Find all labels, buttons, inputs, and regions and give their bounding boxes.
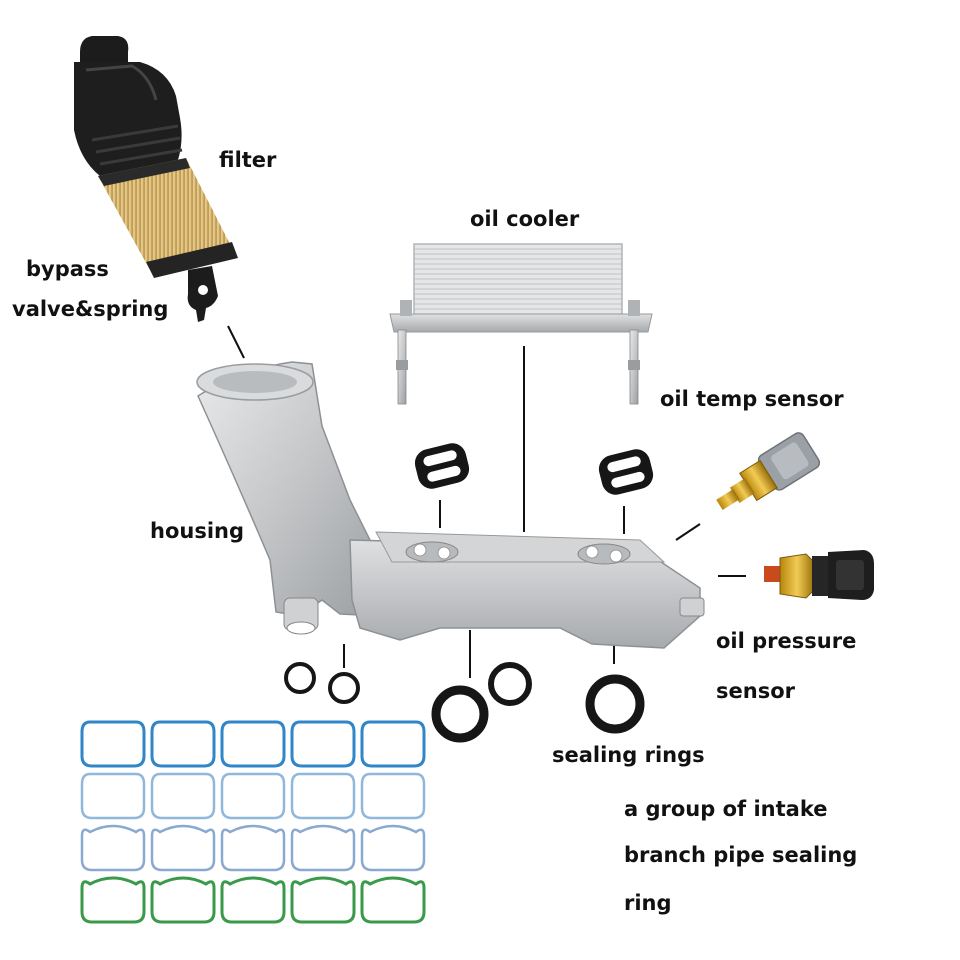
oil-cooler xyxy=(389,243,653,405)
intake-gasket xyxy=(360,772,426,820)
cooler-gaskets xyxy=(414,443,654,495)
label-oil-pressure-line2: sensor xyxy=(716,679,795,703)
oil-filter xyxy=(74,36,238,322)
intake-gasket xyxy=(150,824,216,872)
intake-gasket xyxy=(290,772,356,820)
intake-gasket xyxy=(220,876,286,924)
label-gasket-line2: branch pipe sealing xyxy=(624,843,858,867)
intake-gasket xyxy=(220,772,286,820)
intake-gasket xyxy=(80,720,146,768)
intake-gasket xyxy=(360,720,426,768)
intake-gasket-grid xyxy=(80,720,426,924)
filter-leader-line xyxy=(227,325,245,359)
oil-filter-housing xyxy=(196,361,705,649)
label-oil-temp-sensor: oil temp sensor xyxy=(660,387,844,411)
label-oil-pressure-line1: oil pressure xyxy=(716,629,857,653)
intake-gasket xyxy=(360,876,426,924)
label-filter: filter xyxy=(219,148,277,172)
oil-temp-sensor xyxy=(716,432,821,510)
oil-pressure-sensor xyxy=(764,550,874,600)
label-gasket-line1: a group of intake xyxy=(624,797,828,821)
intake-gasket xyxy=(220,824,286,872)
intake-gasket xyxy=(290,720,356,768)
intake-gasket xyxy=(80,824,146,872)
intake-gasket xyxy=(290,824,356,872)
intake-gasket xyxy=(290,876,356,924)
label-housing: housing xyxy=(150,519,245,543)
intake-gasket xyxy=(150,876,216,924)
label-oil-cooler: oil cooler xyxy=(470,207,580,231)
label-gasket-line3: ring xyxy=(624,891,672,915)
temp-sensor-leader-line xyxy=(675,523,701,541)
label-sealing-rings: sealing rings xyxy=(552,743,705,767)
intake-gasket xyxy=(80,876,146,924)
sealing-rings xyxy=(284,662,645,743)
intake-gasket xyxy=(150,720,216,768)
label-bypass-line2: valve&spring xyxy=(12,297,169,321)
intake-gasket xyxy=(220,720,286,768)
intake-gasket xyxy=(80,772,146,820)
intake-gasket xyxy=(360,824,426,872)
intake-gasket xyxy=(150,772,216,820)
label-bypass-line1: bypass xyxy=(26,257,109,281)
